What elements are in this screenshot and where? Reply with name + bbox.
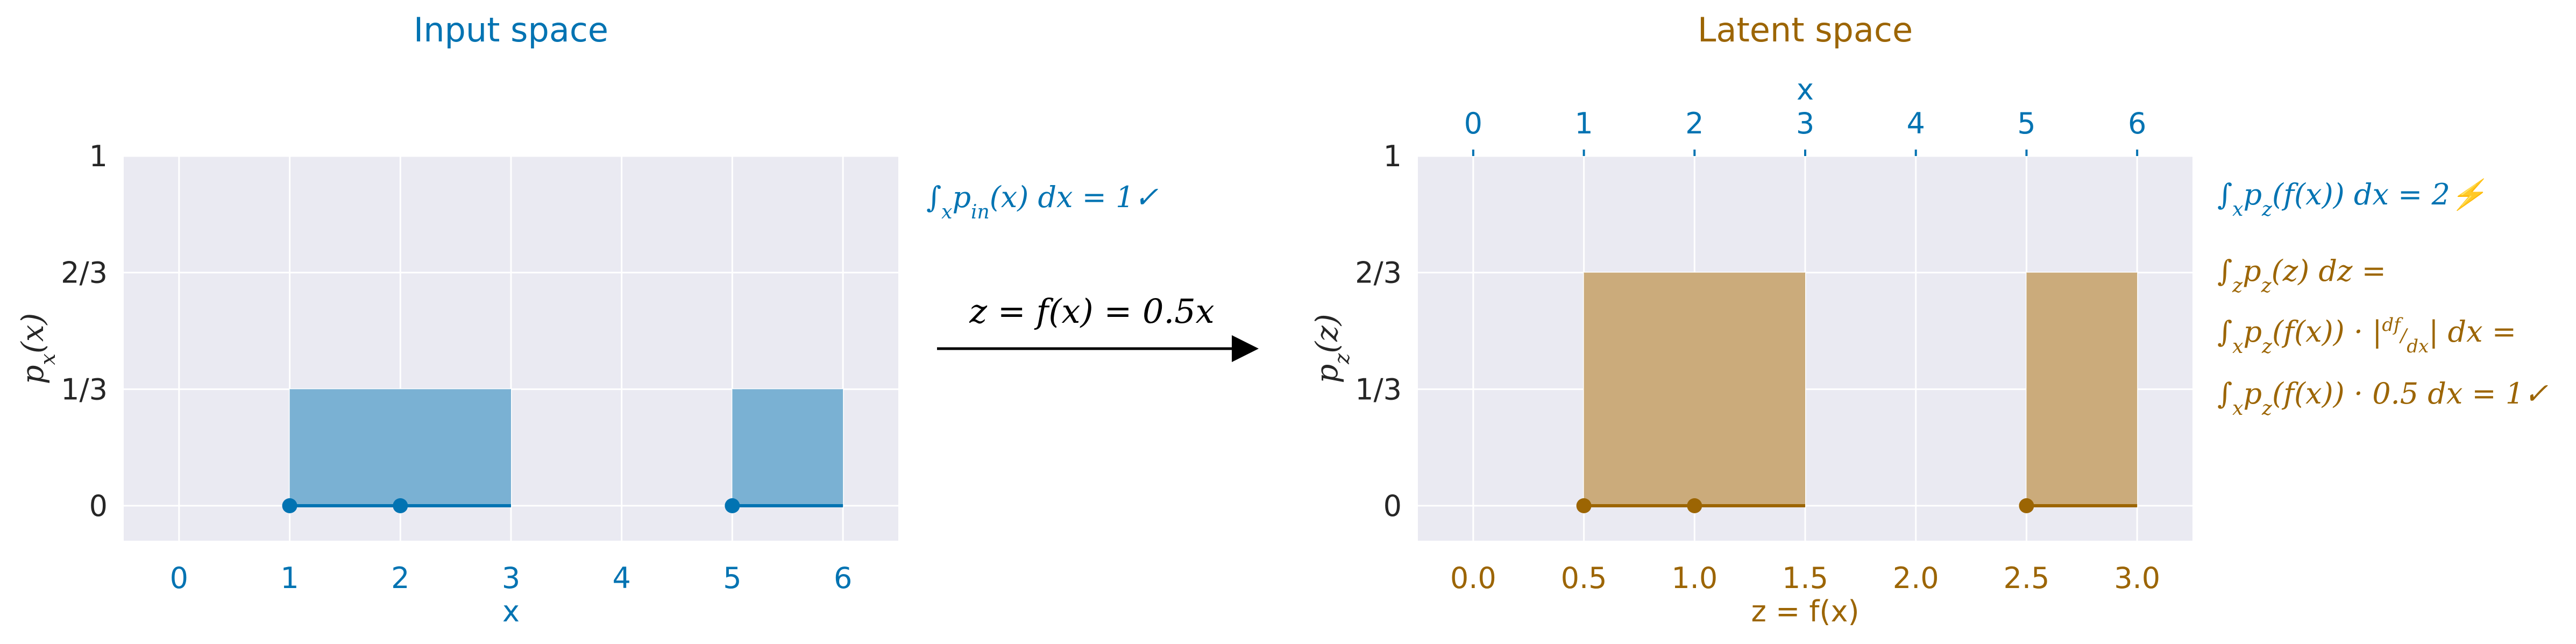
transform-label: z = f(x) = 0.5x: [969, 292, 1214, 331]
top-x-tick-label: 6: [2128, 107, 2146, 140]
y-tick-label: 2/3: [61, 256, 108, 290]
y-tick-label: 0: [89, 489, 108, 523]
density-area: [2026, 272, 2138, 506]
x-tick-label: 0: [170, 561, 188, 595]
x-tick-label: 1.5: [1782, 561, 1828, 595]
y-tick-label: 1/3: [61, 372, 108, 406]
y-axis-label: pz(z): [1310, 314, 1354, 383]
y-tick-label: 0: [1383, 489, 1402, 523]
density-area: [732, 389, 843, 506]
density-fills: [289, 389, 843, 506]
interval-points: [282, 498, 740, 513]
annotation-latent-integral: ∫zpz(z) dz =: [2217, 254, 2386, 297]
x-tick-label: 3: [502, 561, 520, 595]
x-tick-labels: 0.0 0.5 1.0 1.5 2.0 2.5 3.0: [1450, 561, 2160, 595]
interval-start-point: [1576, 498, 1592, 513]
chart-title: Latent space: [1698, 10, 1913, 49]
x-tick-label: 0.5: [1561, 561, 1607, 595]
x-tick-label: 4: [613, 561, 631, 595]
top-x-tick-labels: 0 1 2 3 4 5 6: [1464, 107, 2146, 156]
top-x-tick-label: 4: [1907, 107, 1925, 140]
top-x-tick-label: 1: [1574, 107, 1593, 140]
interval-start-point: [1687, 498, 1702, 513]
y-tick-label: 2/3: [1355, 256, 1402, 290]
y-tick-labels: 0 1/3 2/3 1: [61, 139, 108, 523]
interval-points: [1576, 498, 2034, 513]
top-x-tick-label: 5: [2017, 107, 2035, 140]
x-tick-label: 2.0: [1893, 561, 1939, 595]
transform-arrow: z = f(x) = 0.5x: [937, 292, 1259, 362]
y-tick-label: 1: [89, 139, 108, 173]
x-tick-label: 2.5: [2003, 561, 2049, 595]
annotation-result-integral: ∫xpz(f(x)) · 0.5 dx = 1✓: [2217, 377, 2548, 420]
svg-text:∫xpin(x) dx = 1✓: ∫xpin(x) dx = 1✓: [926, 180, 1159, 223]
x-tick-label: 2: [391, 561, 409, 595]
top-x-tick-label: 0: [1464, 107, 1482, 140]
x-tick-label: 1: [280, 561, 299, 595]
latent-space-chart: 0.0 0.5 1.0 1.5 2.0 2.5 3.0 0 1 2 3 4 5 6 0 1/3 2/3 1 L…: [1310, 10, 2192, 628]
x-tick-labels: 0 1 2 3 4 5 6: [170, 561, 853, 595]
top-x-tick-label: 2: [1685, 107, 1704, 140]
x-tick-label: 3.0: [2114, 561, 2160, 595]
interval-start-point: [282, 498, 297, 513]
y-tick-labels: 0 1/3 2/3 1: [1355, 139, 1402, 523]
input-integral-annotation: ∫xpin(x) dx = 1✓: [926, 180, 1159, 223]
interval-start-point: [393, 498, 408, 513]
grid: [124, 155, 898, 541]
annotation-naive-integral: ∫xpz(f(x)) dx = 2⚡: [2217, 178, 2488, 221]
interval-start-point: [2019, 498, 2034, 513]
input-space-chart: 0 1 2 3 4 5 6 0 1/3 2/3 1 Input space x px(x): [16, 10, 898, 628]
x-axis-label: z = f(x): [1751, 595, 1859, 628]
x-tick-label: 5: [723, 561, 741, 595]
x-tick-label: 0.0: [1450, 561, 1496, 595]
y-tick-label: 1: [1383, 139, 1402, 173]
density-fills: [1584, 272, 2138, 506]
top-x-axis-label: x: [1797, 73, 1814, 107]
chart-title: Input space: [414, 10, 608, 49]
x-tick-label: 6: [834, 561, 852, 595]
latent-integral-annotations: ∫xpz(f(x)) dx = 2⚡ ∫zpz(z) dz = ∫xpz(f(x…: [2217, 178, 2548, 420]
density-area: [289, 389, 511, 506]
annotation-jacobian-integral: ∫xpz(f(x)) · |df/dx| dx =: [2217, 314, 2516, 358]
density-area: [1584, 272, 1805, 506]
y-axis-label: px(x): [16, 313, 60, 385]
y-tick-label: 1/3: [1355, 372, 1402, 406]
x-tick-label: 1.0: [1671, 561, 1718, 595]
top-x-tick-label: 3: [1796, 107, 1814, 140]
x-axis-label: x: [502, 595, 520, 628]
interval-start-point: [725, 498, 740, 513]
